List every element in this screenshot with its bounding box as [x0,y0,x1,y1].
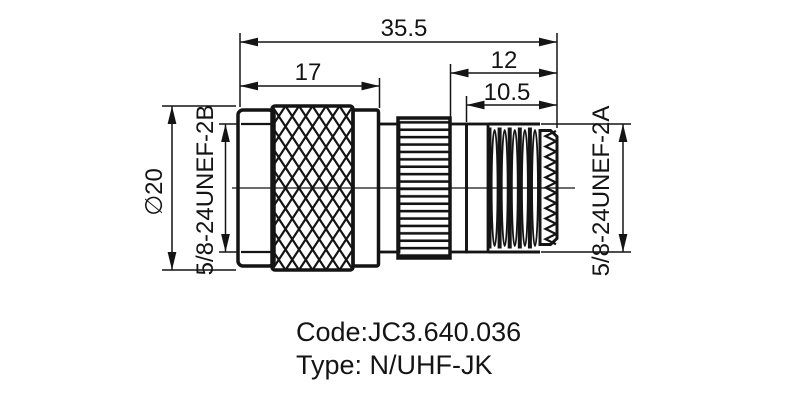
external-thread [487,122,540,254]
dim-overall-length [239,33,558,128]
left-thread-spec-label: 5/8-24UNEF-2B [192,105,219,276]
overall-length-label: 35.5 [381,15,428,42]
body-diameter-label: ∅20 [141,168,168,216]
dim-left-thread-spec [219,123,237,253]
dim-body-diameter [162,105,236,271]
dim-right-thread-length [465,96,557,122]
left-body-length-label: 17 [295,59,322,86]
dim-right-body-length [449,64,557,190]
thread-crest [521,129,529,247]
right-end-block [538,129,559,246]
dim-right-thread-spec [541,123,631,253]
thread-crest [500,129,509,247]
ribbed-ring [396,116,452,260]
knurled-grip [270,104,355,272]
thread-crest [531,129,539,247]
dimension-lines [162,33,631,271]
part-code-note: Code:JC3.640.036 [296,317,521,347]
thread-crest [490,129,499,247]
part-type-note: Type: N/UHF-JK [296,350,493,380]
connector-body [236,104,559,272]
right-thread-length-label: 10.5 [484,79,531,106]
right-body-length-label: 12 [491,47,518,74]
right-thread-spec-label: 5/8-24UNEF-2A [588,106,615,277]
thread-crest [511,129,519,247]
internal-thread-zigzag [543,130,559,246]
dim-left-body-length [240,78,381,108]
